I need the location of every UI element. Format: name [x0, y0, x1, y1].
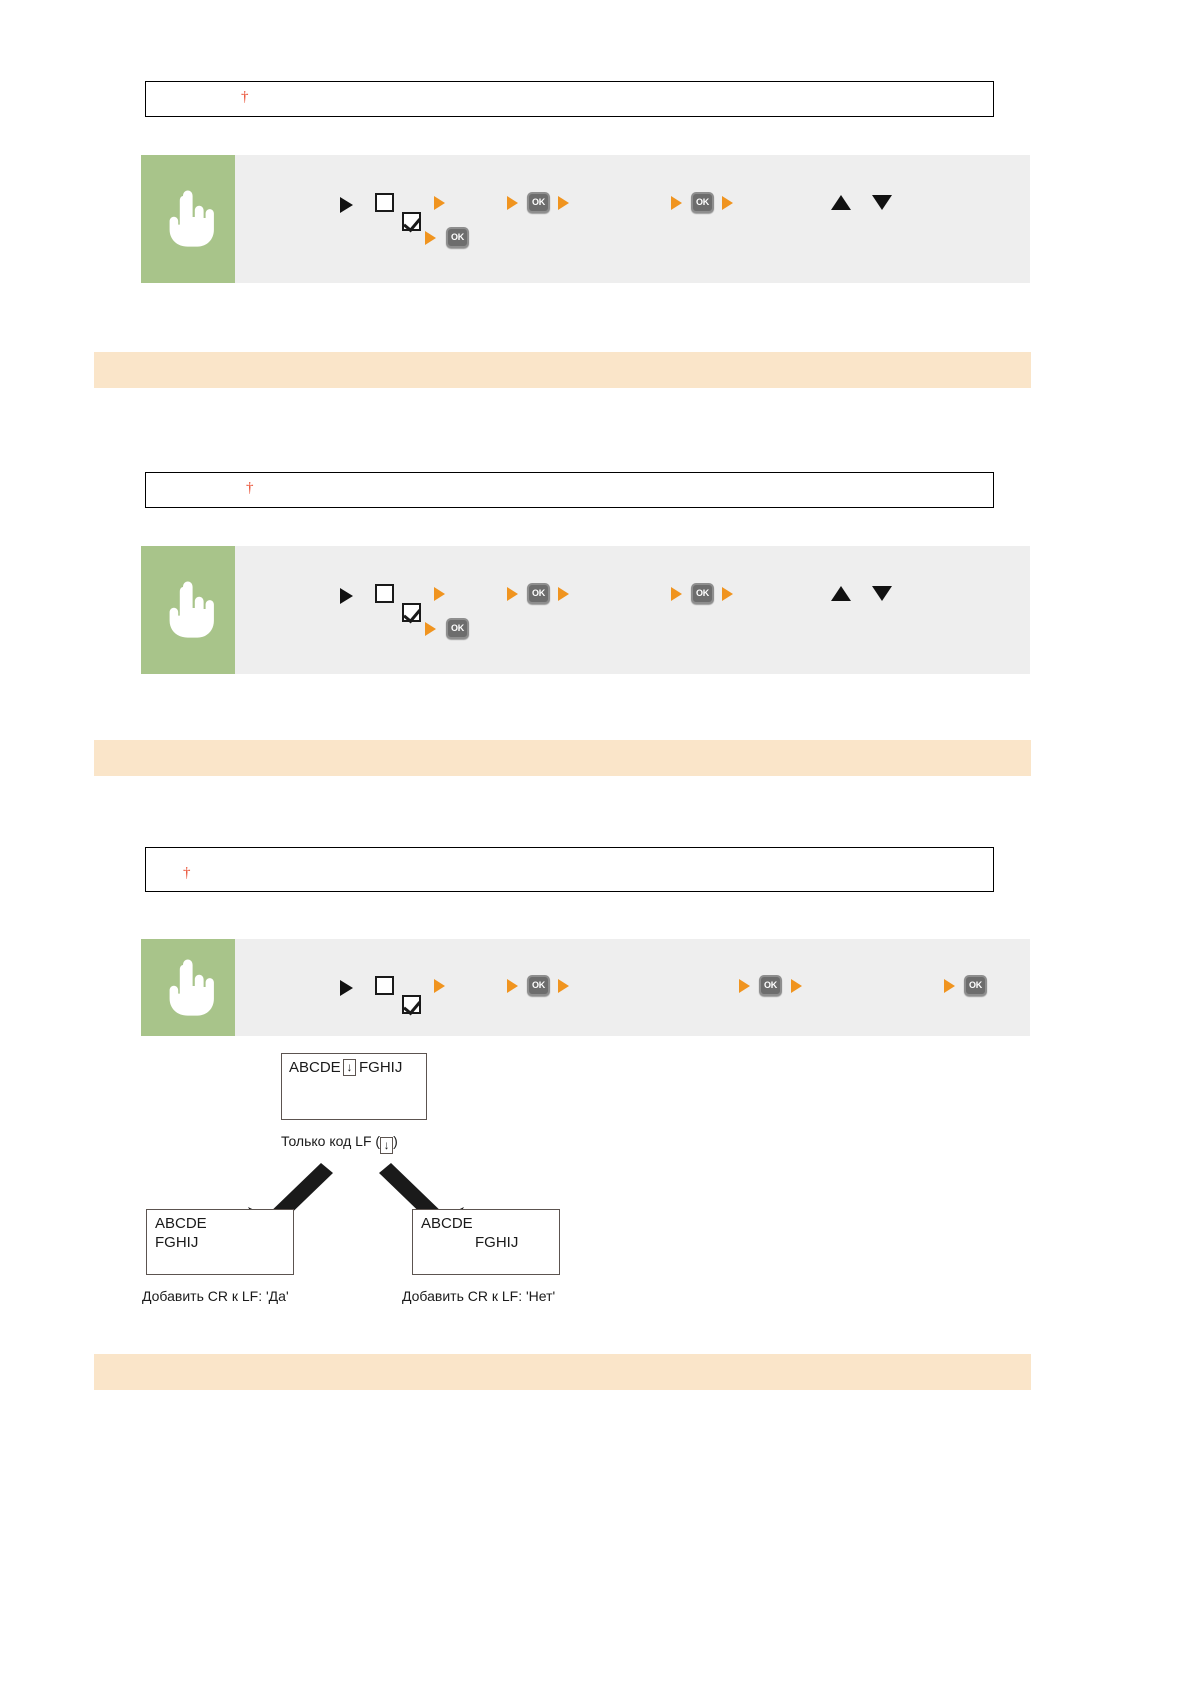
ok-button-icon[interactable]: OK [446, 618, 469, 639]
left-box-line2: FGHIJ [155, 1234, 199, 1251]
arrow-right-icon [425, 622, 436, 636]
arrow-right-icon [671, 196, 682, 210]
checkbox-empty-icon [375, 584, 394, 603]
ok-button-icon[interactable]: OK [527, 583, 550, 604]
arrow-right-icon [739, 979, 750, 993]
left-box-line1: ABCDE [155, 1215, 207, 1232]
instruction-strip-1: OK OK OK [141, 155, 1030, 283]
source-prefix: ABCDE [289, 1059, 341, 1076]
arrow-right-icon [425, 231, 436, 245]
hand-icon-panel [141, 939, 235, 1036]
arrow-right-icon [671, 587, 682, 601]
lf-symbol-icon: ↓ [343, 1059, 356, 1076]
checkbox-checked-icon [402, 603, 421, 622]
checkbox-empty-icon [375, 976, 394, 995]
arrow-right-icon [558, 196, 569, 210]
hand-icon-panel [141, 546, 235, 674]
ok-button-icon[interactable]: OK [527, 192, 550, 213]
diagram-left-caption: Добавить CR к LF: 'Да' [142, 1288, 289, 1304]
middle-caption-prefix: Только код LF ( [281, 1133, 381, 1149]
arrow-right-icon [944, 979, 955, 993]
pointing-hand-icon [169, 190, 214, 247]
diagram-right-caption: Добавить CR к LF: 'Нет' [402, 1288, 556, 1304]
ok-button-icon[interactable]: OK [691, 583, 714, 604]
arrow-down-icon [872, 195, 892, 210]
instruction-steps-3: OK OK OK [235, 939, 1030, 1036]
ok-button-icon[interactable]: OK [964, 975, 987, 996]
source-suffix: FGHIJ [359, 1059, 403, 1076]
default-dagger-marker: † [183, 865, 191, 881]
lf-symbol-icon: ↓ [380, 1137, 394, 1154]
diagram-source-box: ABCDE ↓ FGHIJ [281, 1053, 427, 1120]
arrow-right-icon [434, 196, 445, 210]
ok-button-icon[interactable]: OK [691, 192, 714, 213]
arrow-right-icon [791, 979, 802, 993]
ok-button-icon[interactable]: OK [527, 975, 550, 996]
arrow-down-icon [872, 586, 892, 601]
arrow-right-icon [558, 979, 569, 993]
pointing-hand-icon [169, 581, 214, 638]
arrow-right-icon [434, 587, 445, 601]
instruction-strip-3: OK OK OK [141, 939, 1030, 1036]
arrow-right-icon [722, 196, 733, 210]
menu-triangle-icon [340, 588, 353, 604]
arrow-right-icon [434, 979, 445, 993]
note-bar-3 [94, 1354, 1031, 1390]
arrow-right-icon [558, 587, 569, 601]
checkbox-checked-icon [402, 212, 421, 231]
right-box-line2: FGHIJ [475, 1234, 519, 1251]
instruction-steps-2: OK OK OK [235, 546, 1030, 674]
arrow-right-icon [507, 196, 518, 210]
arrow-right-icon [507, 587, 518, 601]
hand-icon-panel [141, 155, 235, 283]
note-bar-2 [94, 740, 1031, 776]
diagram-left-box: ABCDE FGHIJ [146, 1209, 294, 1275]
default-dagger-marker: † [246, 480, 254, 496]
checkbox-checked-icon [402, 995, 421, 1014]
note-bar-1 [94, 352, 1031, 388]
setting-value-box-1: † [145, 81, 994, 117]
arrow-right-icon [722, 587, 733, 601]
right-box-line1: ABCDE [421, 1215, 473, 1232]
instruction-steps-1: OK OK OK [235, 155, 1030, 283]
menu-triangle-icon [340, 980, 353, 996]
setting-value-box-3: † [145, 847, 994, 892]
instruction-strip-2: OK OK OK [141, 546, 1030, 674]
default-dagger-marker: † [241, 89, 249, 105]
diagram-middle-caption: Только код LF (↓) [281, 1133, 398, 1154]
pointing-hand-icon [169, 959, 214, 1016]
ok-button-icon[interactable]: OK [759, 975, 782, 996]
middle-caption-suffix: ) [393, 1133, 398, 1149]
menu-triangle-icon [340, 197, 353, 213]
diagram-right-box: ABCDE FGHIJ [412, 1209, 560, 1275]
ok-button-icon[interactable]: OK [446, 227, 469, 248]
arrow-right-icon [507, 979, 518, 993]
arrow-up-icon [831, 586, 851, 601]
arrow-up-icon [831, 195, 851, 210]
setting-value-box-2: † [145, 472, 994, 508]
checkbox-empty-icon [375, 193, 394, 212]
